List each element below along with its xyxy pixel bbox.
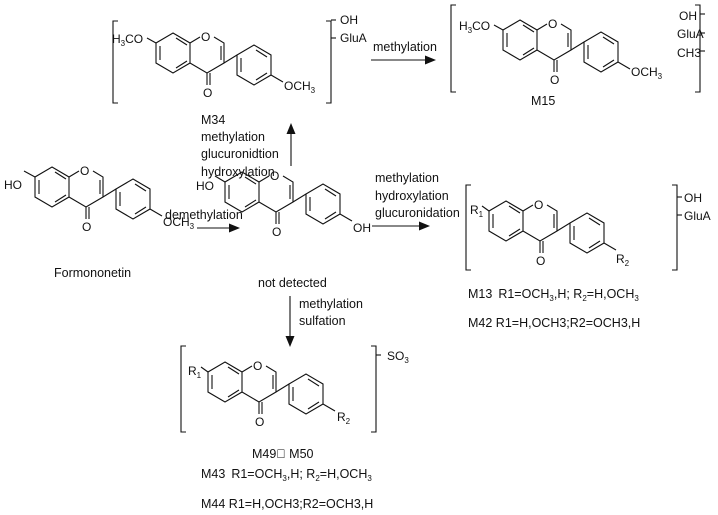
formononetin-right-substituent-subscript: 3 — [190, 222, 195, 231]
m49-m50-names: M49  M50 — [252, 447, 314, 461]
m15-brackets — [450, 4, 705, 93]
not-detected-note: not detected — [258, 276, 327, 290]
m15-conjugate-glua: GluA — [677, 27, 704, 41]
svg-text:H3CO: H3CO — [112, 32, 143, 48]
m34-structure: H3CO OCH3 — [112, 29, 316, 101]
svg-text:OCH3: OCH3 — [284, 79, 316, 95]
svg-text:methylation: methylation — [375, 171, 439, 185]
m34-conjugate-glua: GluA — [340, 31, 367, 45]
m49-m50-conjugate-so3: SO3 — [387, 349, 409, 365]
svg-text:R1: R1 — [470, 203, 484, 219]
m49-m50-structure: R1 R2 — [188, 358, 351, 430]
svg-text:methylation: methylation — [299, 297, 363, 311]
svg-text:R2: R2 — [616, 252, 630, 268]
arrow-demethylation: demethylation — [165, 208, 243, 233]
svg-text:H3CO: H3CO — [459, 19, 490, 35]
m34-brackets — [112, 19, 336, 104]
svg-text:hydroxylation: hydroxylation — [201, 165, 275, 179]
arrow-to-m34: methylation glucuronidtion hydroxylation — [201, 123, 296, 179]
svg-text:R2: R2 — [337, 410, 351, 426]
formononetin-right-substituent: OCH — [163, 215, 190, 229]
m15-conjugate-oh: OH — [679, 9, 697, 23]
svg-text:methylation: methylation — [373, 40, 437, 54]
m13-m42-structure: R1 R2 — [470, 197, 630, 269]
m44-definition: M44 R1=H,OCH3;R2=OCH3,H — [201, 497, 373, 511]
arrow-to-m49-m50: methylation sulfation — [285, 296, 363, 347]
m15-name: M15 — [531, 94, 555, 108]
m13-m42-brackets — [465, 184, 682, 271]
m34-conjugate-oh: OH — [340, 13, 358, 27]
svg-text:glucuronidtion: glucuronidtion — [201, 147, 279, 161]
m42-definition: M42 R1=H,OCH3;R2=OCH3,H — [468, 316, 640, 330]
svg-text:OCH3: OCH3 — [631, 65, 663, 81]
svg-text:sulfation: sulfation — [299, 314, 346, 328]
formononetin-left-substituent: HO — [4, 178, 22, 192]
m13-m42-conjugate-oh: OH — [684, 191, 702, 205]
arrow-m34-to-m15: methylation — [371, 40, 437, 65]
svg-text:glucuronidation: glucuronidation — [375, 206, 460, 220]
svg-text:hydroxylation: hydroxylation — [375, 189, 449, 203]
intermediate-right-substituent: OH — [353, 221, 371, 235]
arrow-to-m13-m42: methylation hydroxylation glucuronidatio… — [372, 171, 460, 231]
demethylated-intermediate-structure: HO OH — [196, 168, 371, 240]
intermediate-left-substituent: HO — [196, 179, 214, 193]
svg-text:R1: R1 — [188, 364, 202, 380]
m15-conjugate-ch3: CH3 — [677, 46, 701, 60]
formononetin-name: Formononetin — [54, 266, 131, 280]
arrow-demethylation-label: demethylation — [165, 208, 243, 222]
m13-m42-conjugate-glua: GluA — [684, 209, 711, 223]
formononetin-structure: HO OCH3 — [4, 163, 195, 235]
svg-text:methylation: methylation — [201, 130, 265, 144]
m49-m50-brackets — [180, 345, 381, 433]
m15-structure: H3CO OCH3 — [459, 16, 663, 88]
m34-name: M34 — [201, 113, 225, 127]
svg-text:OCH3: OCH3 — [163, 215, 195, 231]
